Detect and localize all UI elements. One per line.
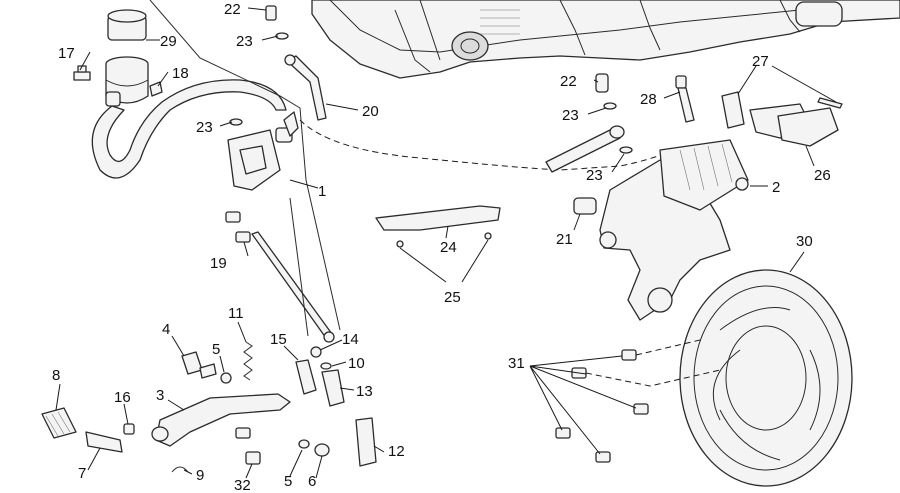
callout-labels: 1 2 3 4 5 5 6 7 8 9 10 11 12 13 14 15 16… [52, 1, 831, 493]
push-rod [149, 0, 341, 343]
callout-6: 6 [308, 473, 316, 490]
callout-24: 24 [440, 239, 457, 256]
clevis-assembly [295, 346, 345, 407]
callout-3: 3 [156, 387, 164, 404]
return-spring [181, 341, 253, 384]
callout-7: 7 [78, 465, 86, 482]
callout-21: 21 [556, 231, 573, 248]
callout-22b: 22 [560, 73, 577, 90]
callout-28: 28 [640, 91, 657, 108]
callout-17: 17 [58, 45, 75, 62]
reservoir-hose [91, 79, 287, 179]
brake-fluid-reservoir [73, 9, 163, 107]
callout-leaders [55, 7, 837, 479]
callout-4: 4 [162, 321, 170, 338]
caliper-banjo-bolt [545, 73, 633, 173]
callout-23b: 23 [196, 119, 213, 136]
callout-5a: 5 [212, 341, 220, 358]
banjo-bolt-top [229, 5, 289, 126]
swingarm [311, 0, 900, 79]
brake-pads [721, 91, 843, 147]
callout-25: 25 [444, 289, 461, 306]
brake-line-path [299, 119, 669, 171]
callout-18: 18 [172, 65, 189, 82]
callout-19: 19 [210, 255, 227, 272]
bleed-valve [675, 75, 695, 123]
callout-10: 10 [348, 355, 365, 372]
master-cylinder [225, 111, 299, 243]
callout-23c: 23 [562, 107, 579, 124]
callout-8: 8 [52, 367, 60, 384]
callout-23d: 23 [586, 167, 603, 184]
callout-2: 2 [772, 179, 780, 196]
brake-pedal-lever [151, 393, 291, 447]
callout-22a: 22 [224, 1, 241, 18]
footrest [41, 407, 123, 453]
callout-29: 29 [160, 33, 177, 50]
callout-14: 14 [342, 331, 359, 348]
heat-guard [375, 205, 501, 248]
callout-32: 32 [234, 477, 251, 493]
callout-9: 9 [196, 467, 204, 484]
callout-15: 15 [270, 331, 287, 348]
callout-27: 27 [752, 53, 769, 70]
callout-5b: 5 [284, 473, 292, 490]
callout-1: 1 [318, 183, 326, 200]
brake-line-upper [284, 54, 327, 121]
callout-13: 13 [356, 383, 373, 400]
caliper-bracket [573, 139, 749, 321]
callout-12: 12 [388, 443, 405, 460]
callout-30: 30 [796, 233, 813, 250]
callout-31: 31 [508, 355, 525, 372]
brake-disc [679, 269, 853, 487]
callout-20: 20 [362, 103, 379, 120]
callout-16: 16 [114, 389, 131, 406]
callout-26: 26 [814, 167, 831, 184]
callout-11: 11 [228, 305, 244, 322]
callout-23a: 23 [236, 33, 253, 50]
disc-bolts [555, 339, 721, 463]
